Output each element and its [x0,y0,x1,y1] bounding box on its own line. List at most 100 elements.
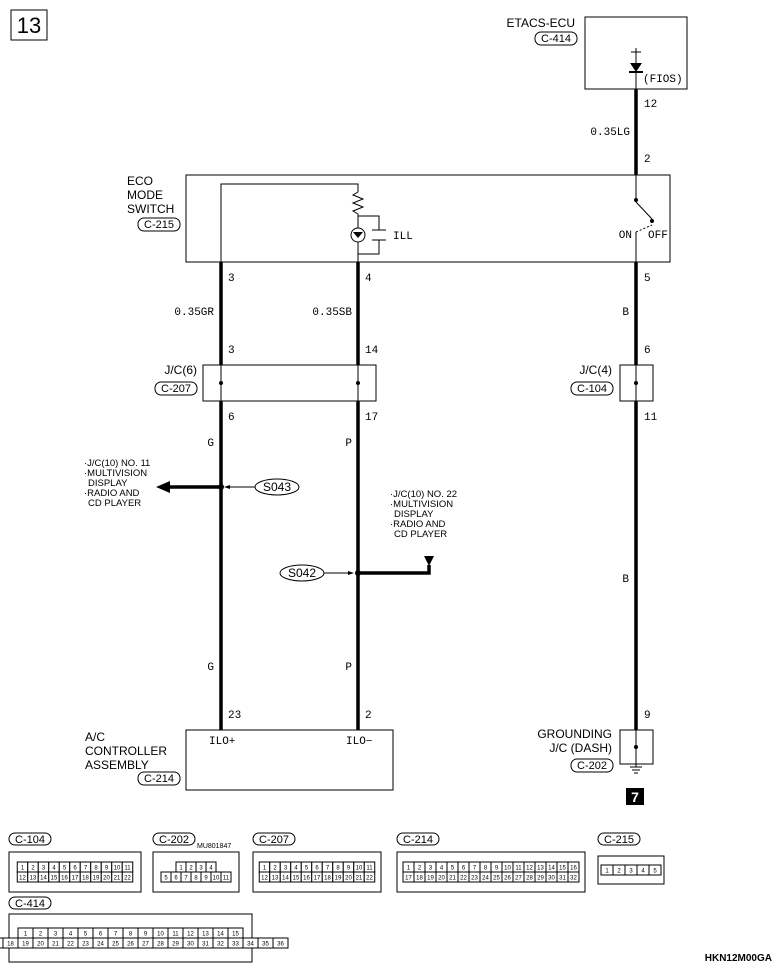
s042-dest-1: ·J/C(10) NO. 22 [390,489,457,500]
s043-dest-1: ·J/C(10) NO. 11 [84,458,150,469]
c414-pin-number: 1 [24,932,28,938]
c414-pin-number: 22 [67,942,74,948]
c207-pin-number: 1 [263,866,267,872]
eco-name-2: MODE [127,188,163,202]
c207-pin-number: 11 [366,866,373,872]
c104-pin-number: 13 [30,876,37,882]
etacs-pin: 12 [644,99,657,111]
c215-pin-number: 2 [617,869,621,875]
wire-p1-label: P [345,438,352,450]
c104-pin-number: 17 [72,876,79,882]
c207-pin-number: 15 [293,876,300,882]
c214-pin-number: 7 [473,866,477,872]
c414-pin-number: 36 [277,942,284,948]
c214-pin-number: 2 [418,866,422,872]
c214-view-label: C-214 [403,834,433,846]
c104-pin-number: 12 [19,876,26,882]
c414-pin-number: 31 [202,942,209,948]
c214-pin-number: 30 [548,876,555,882]
c214-pin-number: 31 [559,876,566,882]
c214-pin-number: 27 [515,876,522,882]
s042-dest-4: ·RADIO AND [390,519,446,530]
c414-pin-number: 14 [217,932,224,938]
c207-pin-number: 3 [284,866,288,872]
c207-pin-number: 14 [282,876,289,882]
c414-pin-number: 12 [187,932,194,938]
jc4-name: J/C(4) [579,363,612,377]
c215-pin-cell [648,864,662,876]
eco-connector: C-215 [144,219,174,231]
c215-pin-number: 1 [605,869,609,875]
c214-pin-number: 17 [405,876,412,882]
c104-pin-number: 19 [93,876,100,882]
c214-pin-number: 22 [460,876,467,882]
c202-pin-number: 2 [189,866,193,872]
c104-pin-number: 10 [114,866,121,872]
eco-name-3: SWITCH [127,202,174,216]
c104-pin-number: 2 [31,866,35,872]
c207-pin-number: 4 [294,866,298,872]
c104-pin-number: 21 [114,876,121,882]
jc6-pin-6: 6 [228,412,235,424]
c214-pin-number: 4 [440,866,444,872]
jc4-pin-11: 11 [644,412,658,424]
c207-pin-number: 10 [356,866,363,872]
c207-pin-number: 6 [315,866,319,872]
ac-ilo-plus: ILO+ [209,736,235,748]
s043-dest-5: CD PLAYER [88,498,141,509]
c202-pin-number: 3 [199,866,203,872]
c104-pin-number: 3 [42,866,46,872]
c414-pin-number: 32 [217,942,224,948]
arrow-left-icon [156,481,170,493]
ground-pin-9: 9 [644,710,651,722]
jc6-name: J/C(6) [164,363,197,377]
c214-pin-number: 32 [570,876,577,882]
c104-pin-number: 4 [52,866,56,872]
c202-pin-number: 6 [174,876,178,882]
c414-pin-number: 10 [157,932,164,938]
c214-pin-number: 6 [462,866,466,872]
eco-connector-badge [137,217,181,232]
eco-pin-4: 4 [365,273,372,285]
ground-name-2: J/C (DASH) [549,741,612,755]
arrow-down-icon [424,556,434,566]
c414-pin-number: 35 [262,942,269,948]
c104-pin-number: 9 [105,866,109,872]
c202-pin-number: 9 [204,876,208,882]
jc6-box [202,364,377,402]
c414-pin-number: 4 [69,932,73,938]
c207-pin-number: 17 [314,876,321,882]
ac-box [185,729,394,791]
ac-connector-badge [137,771,181,786]
s043-dest-4: ·RADIO AND [84,488,140,499]
ground-name-1: GROUNDING [537,727,612,741]
s042-dest-5: CD PLAYER [394,529,447,540]
c202-pin-cell [220,871,232,883]
c207-pin-number: 22 [366,876,373,882]
c214-pin-number: 3 [429,866,433,872]
c202-pin-number: 11 [223,876,230,882]
c207-pin-number: 18 [324,876,331,882]
eco-pin-2: 2 [644,154,651,166]
c104-pin-number: 5 [63,866,67,872]
c414-pin-number: 3 [54,932,58,938]
ground-connector: C-202 [577,760,607,772]
c414-view-badge [8,896,52,910]
s043-badge [254,478,300,496]
c414-pin-number: 2 [39,932,43,938]
jc4-pin-6: 6 [644,345,651,357]
ac-name-2: CONTROLLER [85,744,167,758]
c202-pin-number: 8 [194,876,198,882]
jc6-pin-14: 14 [365,345,379,357]
eco-name-1: ECO [127,174,153,188]
switch-contact-icon [635,201,653,220]
ac-ilo-minus: ILO− [346,736,372,748]
c414-pin-number: 19 [22,942,29,948]
ground-number-box [626,788,644,805]
wire-sb-label: 0.35SB [312,307,352,319]
c414-pin-number: 21 [52,942,59,948]
c414-pin-number: 23 [82,942,89,948]
c414-pin-number: 27 [142,942,149,948]
ground-connector-badge [570,758,614,773]
